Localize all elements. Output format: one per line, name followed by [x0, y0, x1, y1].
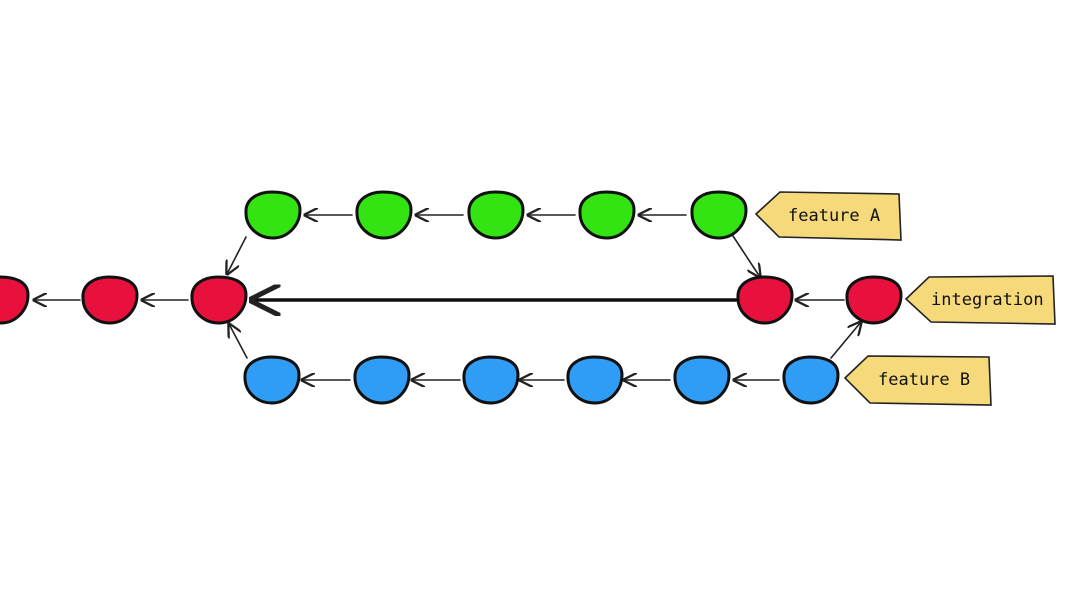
commit-node-feature-a-4: [578, 190, 636, 240]
commit-edges: [34, 215, 861, 380]
commit-node-main-3: [190, 275, 248, 325]
branch-tag-integration: integration: [904, 275, 1056, 325]
feature-b-commits: [243, 355, 840, 405]
tag-label-feature-a: feature A: [788, 206, 880, 226]
commit-node-integration-1: [736, 275, 794, 325]
commit-node-feature-a-1: [244, 190, 302, 240]
commit-node-feature-a-5: [690, 190, 748, 240]
feature-a-commits: [244, 190, 748, 240]
tag-shape-integration: [904, 275, 1056, 325]
edge-feature-a-base: [227, 236, 247, 274]
commit-node-feature-b-1: [243, 355, 301, 405]
edge-feature-b-base: [229, 324, 248, 359]
commit-node-feature-b-2: [353, 355, 411, 405]
commit-node-feature-a-2: [355, 190, 413, 240]
tag-label-feature-b: feature B: [878, 370, 970, 390]
edge-integration-from-a: [732, 235, 760, 277]
tag-shape-feature-b: [843, 355, 992, 406]
commit-node-feature-b-3: [462, 355, 520, 405]
edge-integration-from-b: [830, 322, 861, 359]
branch-tag-feature-b: feature B: [843, 355, 992, 406]
commit-node-feature-b-6: [782, 355, 840, 405]
commit-node-main-1: [0, 275, 30, 325]
main-commits: [0, 275, 248, 325]
commit-node-feature-b-4: [566, 355, 624, 405]
commit-node-main-2: [81, 275, 139, 325]
commit-node-feature-b-5: [673, 355, 731, 405]
branch-tag-feature-a: feature A: [754, 191, 902, 241]
tag-label-integration: integration: [931, 290, 1044, 310]
commit-node-feature-a-3: [467, 190, 525, 240]
tag-shape-feature-a: [754, 191, 902, 241]
integration-commits: [736, 275, 903, 325]
commit-node-integration-2: [845, 275, 903, 325]
